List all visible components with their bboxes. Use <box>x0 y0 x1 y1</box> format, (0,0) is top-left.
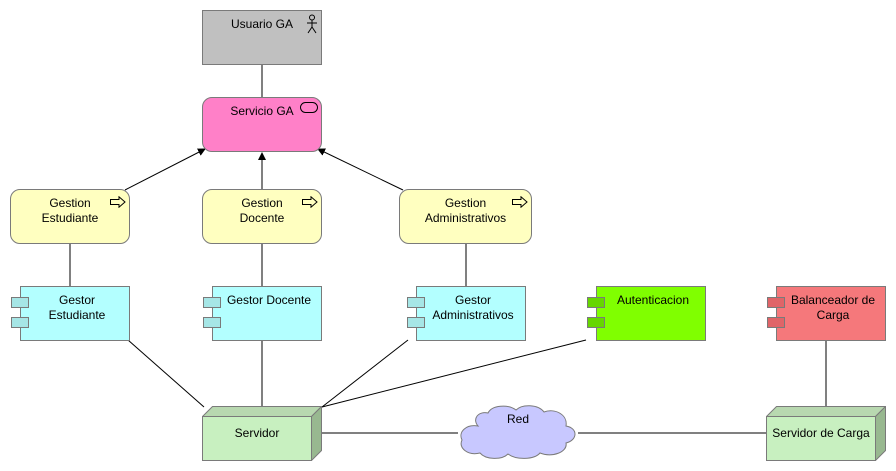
gestion-estudiante-label: Gestion Estudiante <box>41 196 99 225</box>
gestor-estudiante-label: Gestor Estudiante <box>48 293 106 322</box>
gestor-estudiante-node[interactable]: Gestor Estudiante <box>11 286 130 341</box>
component-icon <box>767 317 785 328</box>
gestion-docente-node[interactable]: Gestion Docente <box>202 189 322 244</box>
edge-gestor-estudiante-servidor <box>127 339 205 408</box>
servidor-node[interactable]: Servidor <box>202 406 322 461</box>
cloud-icon <box>460 405 576 459</box>
actor-icon <box>307 14 317 34</box>
gestor-administrativos-node[interactable]: Gestor Administrativos <box>407 286 526 341</box>
red-node[interactable]: Red <box>456 402 580 460</box>
balanceador-carga-label: Balanceador de Carga <box>790 293 876 322</box>
usuario-ga-label: Usuario GA <box>230 17 294 31</box>
servidor-carga-node[interactable]: Servidor de Carga <box>766 406 886 461</box>
gestor-docente-node[interactable]: Gestor Docente <box>203 286 322 341</box>
component-icon <box>587 317 605 328</box>
red-label: Red <box>506 412 529 426</box>
servicio-ga-label: Servicio GA <box>230 104 294 118</box>
node-icon <box>766 406 886 461</box>
component-icon <box>203 317 221 328</box>
gestor-administrativos-label: Gestor Administrativos <box>432 293 514 322</box>
edge-gestor-admin-servidor <box>321 339 409 408</box>
servidor-label: Servidor <box>234 426 280 440</box>
component-icon <box>203 297 221 308</box>
autenticacion-label: Autenticacion <box>616 293 690 307</box>
gestion-administrativos-label: Gestion Administrativos <box>424 196 507 225</box>
servidor-carga-label: Servidor de Carga <box>772 426 870 440</box>
edge-gestion-estudiante-servicio <box>124 148 206 191</box>
service-icon <box>300 102 318 113</box>
component-icon <box>11 297 29 308</box>
gestion-docente-label: Gestion Docente <box>239 196 285 225</box>
process-arrow-icon <box>512 196 528 208</box>
node-icon <box>202 406 322 461</box>
component-icon <box>407 297 425 308</box>
gestor-docente-label: Gestor Docente <box>226 293 312 307</box>
component-icon <box>11 317 29 328</box>
edge-gestion-admin-servicio <box>317 148 404 191</box>
component-icon <box>767 297 785 308</box>
autenticacion-node[interactable]: Autenticacion <box>587 286 706 341</box>
process-arrow-icon <box>110 196 126 208</box>
edge-autenticacion-servidor <box>321 339 587 408</box>
gestion-estudiante-node[interactable]: Gestion Estudiante <box>10 189 130 244</box>
component-icon <box>407 317 425 328</box>
process-arrow-icon <box>302 196 318 208</box>
gestion-administrativos-node[interactable]: Gestion Administrativos <box>399 189 532 244</box>
usuario-ga-node[interactable]: Usuario GA <box>202 10 322 65</box>
component-icon <box>587 297 605 308</box>
balanceador-carga-node[interactable]: Balanceador de Carga <box>767 286 886 341</box>
servicio-ga-node[interactable]: Servicio GA <box>202 97 322 152</box>
